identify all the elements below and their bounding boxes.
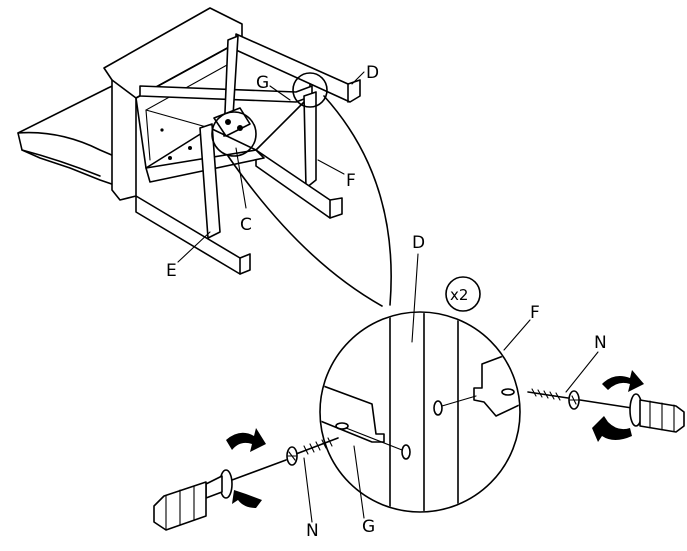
chair-underside	[17, 7, 361, 275]
leg-F-hole	[501, 388, 515, 396]
label-C: C	[240, 215, 252, 235]
label-G-top: G	[256, 73, 269, 93]
quantity-callout: x2	[450, 286, 468, 304]
leg-F	[303, 91, 317, 189]
rotation-arrow-right-top	[602, 370, 644, 392]
label-N-right: N	[594, 333, 607, 353]
label-N-left: N	[306, 521, 319, 541]
hole-D-left	[401, 444, 411, 460]
detail-view	[319, 311, 521, 513]
leg-E-foot	[135, 195, 251, 275]
label-G-detail: G	[362, 517, 375, 537]
screw-right	[527, 388, 580, 410]
rail-G-hole	[335, 422, 349, 430]
seat-edge	[17, 131, 136, 166]
leg-F-block	[473, 345, 519, 417]
label-F-detail: F	[530, 303, 540, 323]
detail-circle	[319, 311, 521, 513]
hole-D-right	[433, 400, 443, 416]
label-D-detail: D	[412, 233, 425, 253]
leg-E	[199, 123, 221, 239]
rotation-arrow-left-bottom	[232, 490, 262, 508]
zoom-circle-top	[292, 72, 328, 108]
backrest-panel	[103, 7, 243, 201]
screwdriver-left	[153, 459, 287, 531]
zoom-leader-outer	[323, 95, 392, 306]
leg-F-foot	[255, 149, 343, 219]
rail-G-block	[321, 383, 385, 443]
screw-left	[286, 437, 339, 466]
rotation-arrow-left-top	[226, 428, 266, 452]
label-D-top: D	[366, 63, 379, 83]
rotation-arrow-right-bottom	[592, 416, 632, 442]
quantity-callout-circle	[445, 276, 481, 312]
screwdriver-right	[579, 393, 685, 433]
label-E: E	[166, 261, 177, 281]
zoom-circle-C	[211, 111, 257, 157]
zoom-leader-inner	[227, 155, 383, 307]
label-F-top: F	[346, 171, 356, 191]
